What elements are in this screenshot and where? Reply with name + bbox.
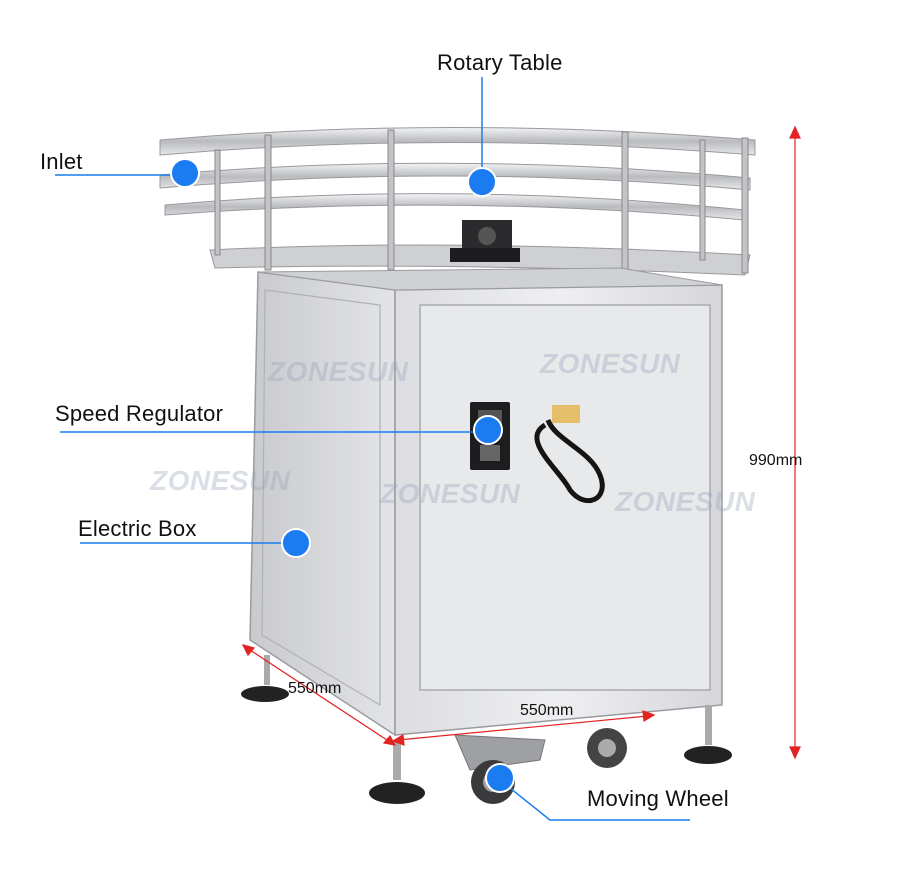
marker-speed-regulator	[473, 415, 503, 445]
electric-box-label: Electric Box	[78, 516, 197, 541]
watermark: ZONESUN	[540, 348, 681, 379]
inlet-label: Inlet	[40, 149, 83, 174]
marker-rotary-table	[467, 167, 497, 197]
height-dimension: 990mm	[749, 452, 803, 469]
speed-regulator-label: Speed Regulator	[55, 401, 224, 426]
depth-dimension: 550mm	[288, 680, 342, 697]
dimension-lines	[241, 125, 801, 760]
rotary-table	[159, 127, 756, 276]
rotary-table-label: Rotary Table	[437, 50, 563, 75]
marker-moving-wheel	[485, 763, 515, 793]
width-dimension: 550mm	[520, 702, 574, 719]
marker-inlet	[170, 158, 200, 188]
watermark: ZONESUN	[150, 465, 291, 496]
leader-lines	[55, 77, 690, 821]
moving-wheel-label: Moving Wheel	[587, 786, 729, 811]
watermark: ZONESUN	[380, 478, 521, 509]
markers	[170, 158, 515, 793]
cabinet	[249, 267, 723, 737]
watermark: ZONESUN	[268, 356, 409, 387]
marker-electric-box	[281, 528, 311, 558]
watermark: ZONESUN	[615, 486, 756, 517]
